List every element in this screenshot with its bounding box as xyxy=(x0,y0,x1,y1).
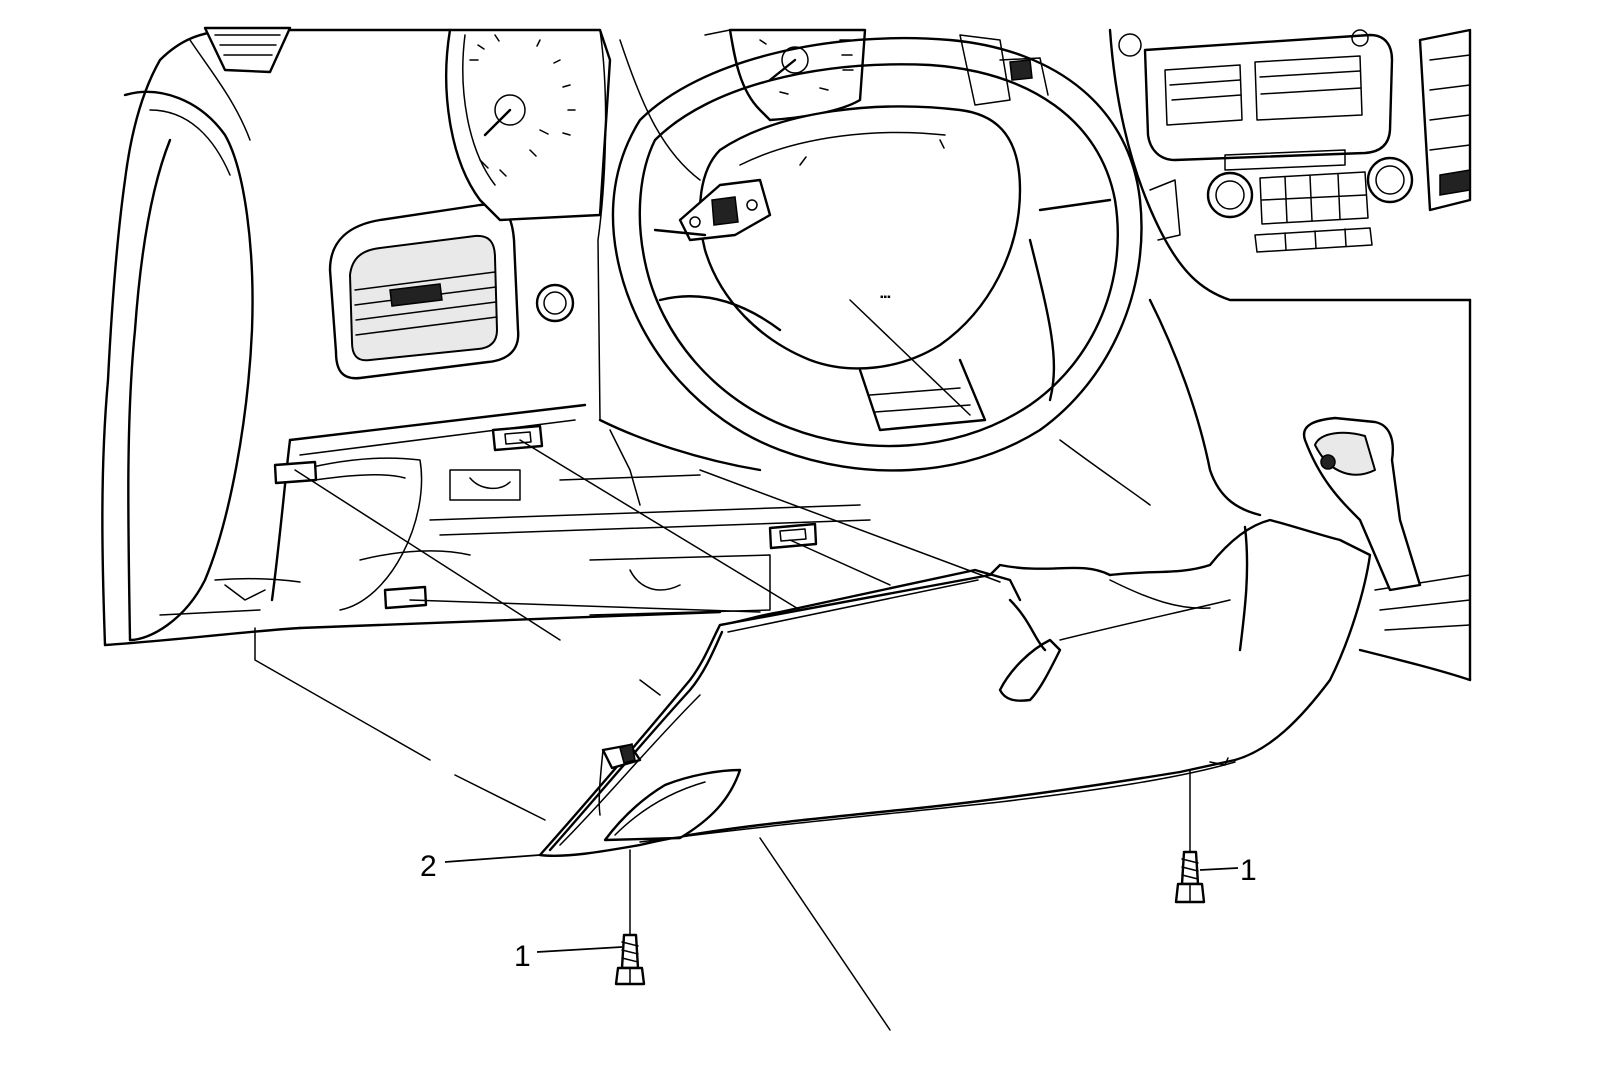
fastener-right xyxy=(1174,769,1206,904)
instrument-panel: ▪▪▪ xyxy=(101,26,1472,682)
callout-fastener-right: 1 xyxy=(1199,854,1257,887)
callout-trim-panel: 2 xyxy=(420,850,541,883)
fastener-left xyxy=(614,849,646,986)
callout-label: 1 xyxy=(514,940,531,973)
callout-label: 2 xyxy=(420,850,437,883)
knee-bolster-panel xyxy=(538,518,1372,857)
callout-fastener-left: 1 xyxy=(514,940,623,973)
callout-label: 1 xyxy=(1240,854,1257,887)
alignment-lines xyxy=(254,299,1001,1031)
airbag-mark: ▪▪▪ xyxy=(880,292,891,303)
